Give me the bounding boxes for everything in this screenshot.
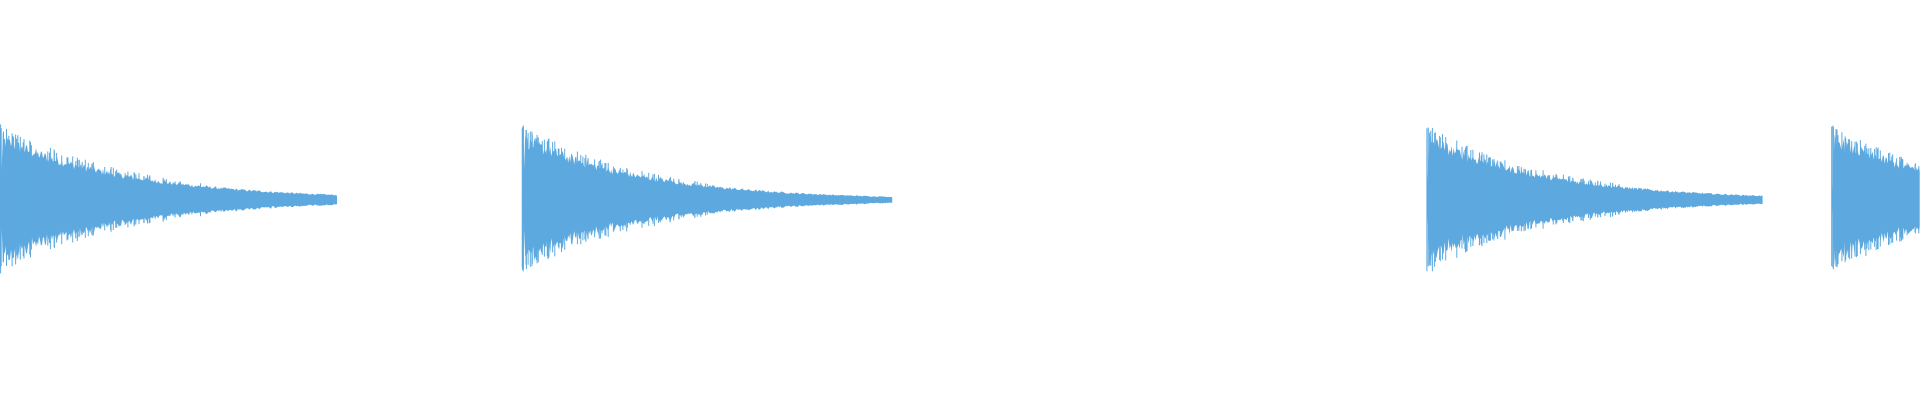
- waveform-burst-1: [0, 133, 337, 265]
- waveform-burst-spikes-2: [521, 125, 708, 272]
- waveform: [0, 124, 1920, 274]
- waveform-burst-3: [1426, 136, 1763, 263]
- waveform-burst-spikes-4: [1831, 125, 1920, 270]
- waveform-burst-spikes-1: [0, 124, 201, 274]
- waveform-burst-spikes-3: [1426, 127, 1620, 272]
